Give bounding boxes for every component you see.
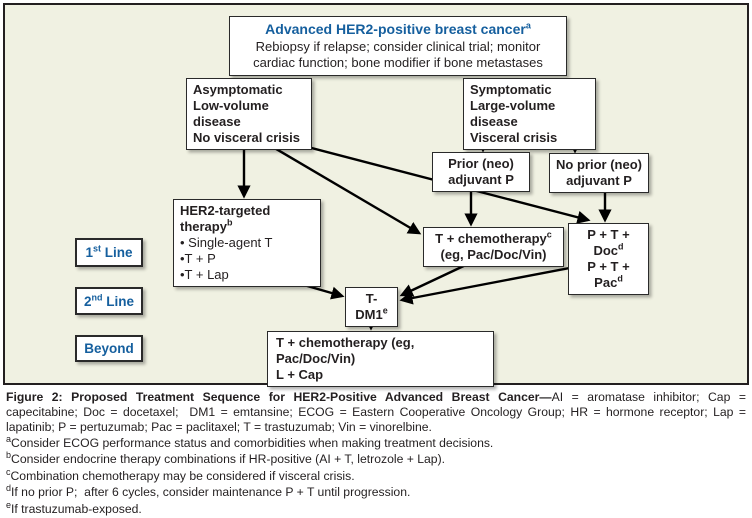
caption-area: Figure 2: Proposed Treatment Sequence fo…	[6, 390, 746, 517]
flowchart-canvas: Advanced HER2-positive breast cancera Re…	[3, 3, 749, 387]
node-no-prior-adjuvant-p: No prior (neo) adjuvant P	[549, 153, 649, 193]
caption-bold: Figure 2: Proposed Treatment Sequence fo…	[6, 390, 552, 404]
caption-abbreviations: AI = aromatase inhibitor; Cap = capecita…	[6, 390, 746, 434]
node-line: T + chemotherapy (eg, Pac/Doc/Vin)	[276, 335, 415, 366]
node-line: P + T + Pacd	[587, 259, 630, 290]
node-line: Large-volume disease	[470, 98, 556, 129]
node-bullet: •T + P	[180, 251, 216, 266]
node-line: (eg, Pac/Doc/Vin)	[440, 247, 547, 262]
node-t-dm1: T-DM1e	[345, 287, 398, 327]
arrow-t-chemo-to-tdm1	[399, 261, 471, 297]
node-bullet: • Single-agent T	[180, 235, 273, 250]
node-line: Visceral crisis	[470, 130, 558, 145]
node-title: HER2-targeted therapyb	[180, 203, 271, 234]
node-line: L + Cap	[276, 367, 324, 382]
node-symptomatic: Symptomatic Large-volume disease Viscera…	[463, 78, 596, 150]
node-line: Asymptomatic	[193, 82, 283, 97]
node-line: Low-volume disease	[193, 98, 269, 129]
node-body: Rebiopsy if relapse; consider clinical t…	[253, 39, 543, 70]
node-t-chemotherapy: T + chemotherapyc (eg, Pac/Doc/Vin)	[423, 227, 564, 267]
footnote-a: aConsider ECOG performance status and co…	[6, 433, 494, 450]
node-line: T + chemotherapyc	[435, 229, 552, 246]
node-p-t-doc: P + T + Docd P + T + Pacd	[568, 223, 649, 295]
node-title: Advanced HER2-positive breast cancera	[265, 20, 531, 37]
label-1st-line: 1st Line	[75, 238, 143, 267]
node-bullet: •T + Lap	[180, 267, 229, 282]
footnote-d: dIf no prior P; after 6 cycles, consider…	[6, 483, 411, 500]
node-beyond-therapy: T + chemotherapy (eg, Pac/Doc/Vin) L + C…	[267, 331, 494, 387]
node-line: adjuvant P	[448, 172, 514, 187]
node-asymptomatic: Asymptomatic Low-volume disease No visce…	[186, 78, 312, 150]
figure-caption: Figure 2: Proposed Treatment Sequence fo…	[6, 390, 746, 435]
footnote-e: eIf trastuzumab-exposed.	[6, 499, 142, 516]
label-2nd-line: 2nd Line	[75, 287, 143, 315]
footnote-c: cCombination chemotherapy may be conside…	[6, 466, 355, 483]
node-line: No visceral crisis	[193, 130, 300, 145]
node-line: adjuvant P	[566, 173, 632, 188]
node-her2-targeted-therapy: HER2-targeted therapyb • Single-agent T …	[173, 199, 321, 287]
node-line: P + T + Docd	[587, 227, 630, 258]
arrow-ptd-to-tdm1	[399, 260, 602, 305]
label-beyond: Beyond	[75, 335, 143, 362]
node-advanced-her2: Advanced HER2-positive breast cancera Re…	[229, 16, 567, 76]
node-line: Symptomatic	[470, 82, 552, 97]
node-line: No prior (neo)	[556, 157, 642, 172]
footnote-b: bConsider endocrine therapy combinations…	[6, 450, 446, 467]
node-line: Prior (neo)	[448, 156, 514, 171]
node-prior-adjuvant-p: Prior (neo) adjuvant P	[432, 152, 530, 192]
